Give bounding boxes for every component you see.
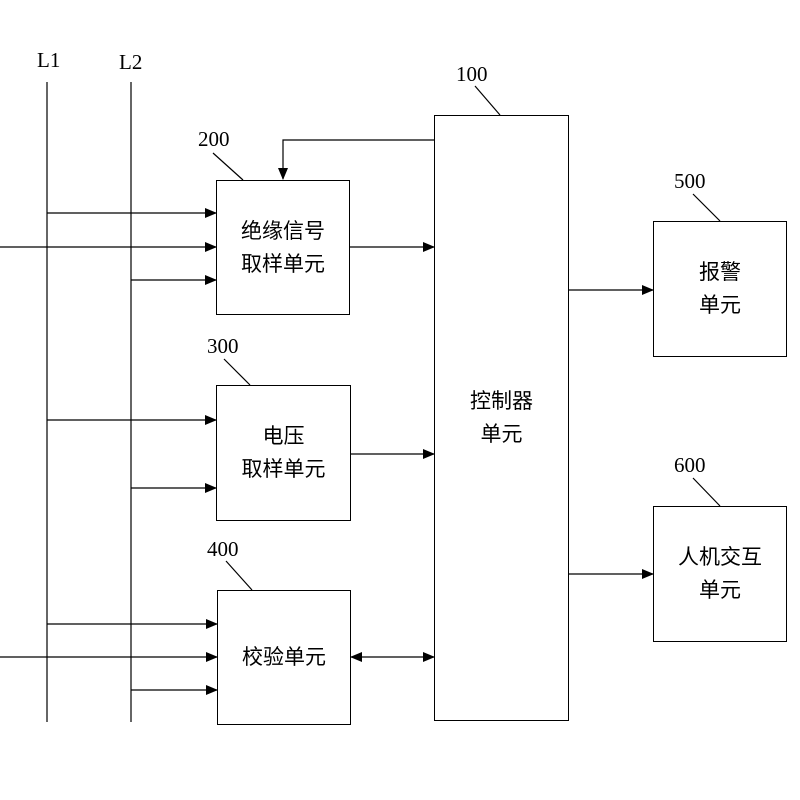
leader-500	[692, 193, 721, 222]
alarm-label-line2: 单元	[699, 293, 741, 317]
voltage-sampling-unit-box: 电压 取样单元	[216, 385, 351, 521]
bus-label-l1: L1	[37, 48, 61, 72]
voltage-sampling-label-line2: 取样单元	[241, 457, 326, 481]
ref-label-500: 500	[674, 169, 706, 193]
controller-unit-box: 控制器 单元	[434, 115, 569, 721]
controller-unit-label-line1: 控制器	[470, 389, 533, 414]
leader-600	[692, 477, 721, 507]
leader-400	[225, 560, 253, 591]
verification-unit-box: 校验单元	[217, 590, 351, 725]
verification-label-line1: 校验单元	[242, 645, 326, 670]
hmi-label-line2: 单元	[699, 578, 741, 602]
alarm-unit-box: 报警 单元	[653, 221, 787, 357]
arrow-100-to-200-feedback	[278, 139, 434, 180]
alarm-label-line1: 报警	[699, 260, 741, 285]
insulation-sampling-label-line1: 绝缘信号	[241, 218, 325, 243]
leader-300	[223, 358, 251, 386]
hmi-unit-box: 人机交互 单元	[653, 506, 787, 642]
ref-label-100: 100	[456, 62, 488, 86]
insulation-sampling-unit-box: 绝缘信号 取样单元	[216, 180, 350, 315]
leader-200	[212, 152, 244, 181]
ref-label-300: 300	[207, 334, 239, 358]
ref-label-400: 400	[207, 537, 239, 561]
insulation-sampling-label-line2: 取样单元	[241, 251, 325, 276]
voltage-sampling-label-line1: 电压	[262, 424, 305, 449]
ref-label-600: 600	[674, 453, 706, 477]
bus-label-l2: L2	[119, 50, 143, 74]
ref-label-200: 200	[198, 127, 230, 151]
leader-100	[474, 85, 501, 116]
controller-unit-label-line2: 单元	[480, 422, 523, 446]
hmi-label-line1: 人机交互	[678, 545, 762, 570]
